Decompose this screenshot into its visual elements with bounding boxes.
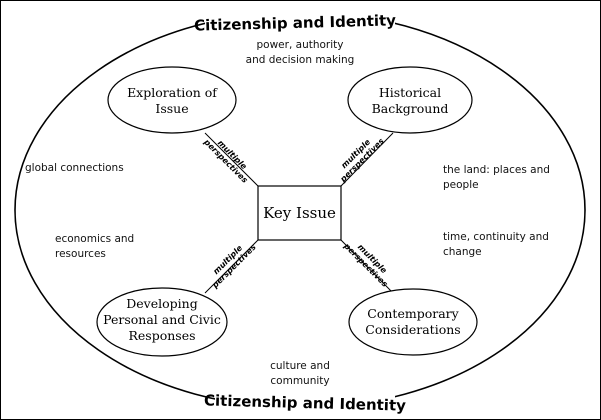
connector-exploration — [204, 132, 259, 187]
theme-global-line1: global connections — [25, 162, 124, 174]
node-contemporary-line2: Considerations — [365, 322, 460, 337]
perspectives-label-contemporary: multiple perspectives — [342, 241, 390, 289]
node-contemporary-line1: Contemporary — [367, 306, 459, 321]
node-historical-line1: Historical — [379, 85, 441, 100]
node-developing-line3: Responses — [128, 328, 195, 343]
theme-culture-line1: culture and — [270, 360, 330, 372]
connector-developing — [204, 239, 259, 294]
title-bottom: Citizenship and Identity — [204, 391, 407, 414]
connector-historical — [340, 132, 394, 187]
theme-time-line1: time, continuity and — [443, 231, 549, 243]
node-historical — [347, 66, 473, 134]
connector-contemporary — [340, 239, 394, 294]
theme-land-line2: people — [443, 179, 479, 191]
perspectives-label-exploration: multiple perspectives — [202, 137, 250, 185]
node-developing — [96, 287, 228, 357]
node-exploration — [107, 66, 237, 134]
theme-power-line2: and decision making — [246, 54, 355, 66]
node-exploration-line2: Issue — [155, 101, 188, 116]
node-contemporary — [348, 288, 478, 356]
title-top-mask — [205, 4, 395, 34]
theme-time-line2: change — [443, 246, 482, 258]
title-top: Citizenship and Identity — [194, 11, 397, 34]
perspectives-label-historical: multiple perspectives — [338, 136, 386, 184]
node-historical-line2: Background — [372, 101, 449, 116]
node-developing-line1: Developing — [126, 296, 197, 311]
key-issue-box — [257, 185, 342, 241]
theme-economics-line1: economics and — [55, 233, 134, 245]
theme-culture-line2: community — [270, 375, 329, 387]
key-issue-label: Key Issue — [263, 204, 336, 222]
theme-power-line1: power, authority — [257, 39, 344, 51]
node-exploration-line1: Exploration of — [127, 85, 218, 100]
theme-land-line1: the land: places and — [443, 164, 550, 176]
perspectives-label-developing: multiple perspectives — [210, 242, 258, 290]
title-bottom-mask — [215, 387, 395, 417]
theme-economics-line2: resources — [55, 248, 106, 260]
node-developing-line2: Personal and Civic — [103, 312, 221, 327]
